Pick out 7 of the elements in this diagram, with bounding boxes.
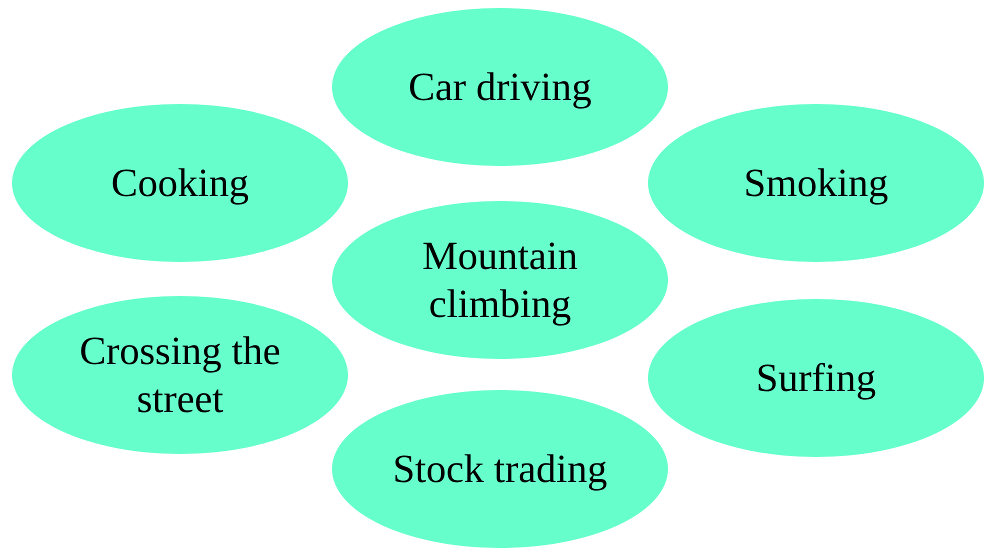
node-label: Stock trading xyxy=(392,445,608,493)
node-label: Cooking xyxy=(111,159,249,207)
node-label: Mountain climbing xyxy=(421,232,579,328)
node-label: Crossing the street xyxy=(78,327,282,423)
node-label: Smoking xyxy=(744,159,888,207)
node-label: Car driving xyxy=(408,63,592,111)
node-label: Surfing xyxy=(756,354,876,402)
